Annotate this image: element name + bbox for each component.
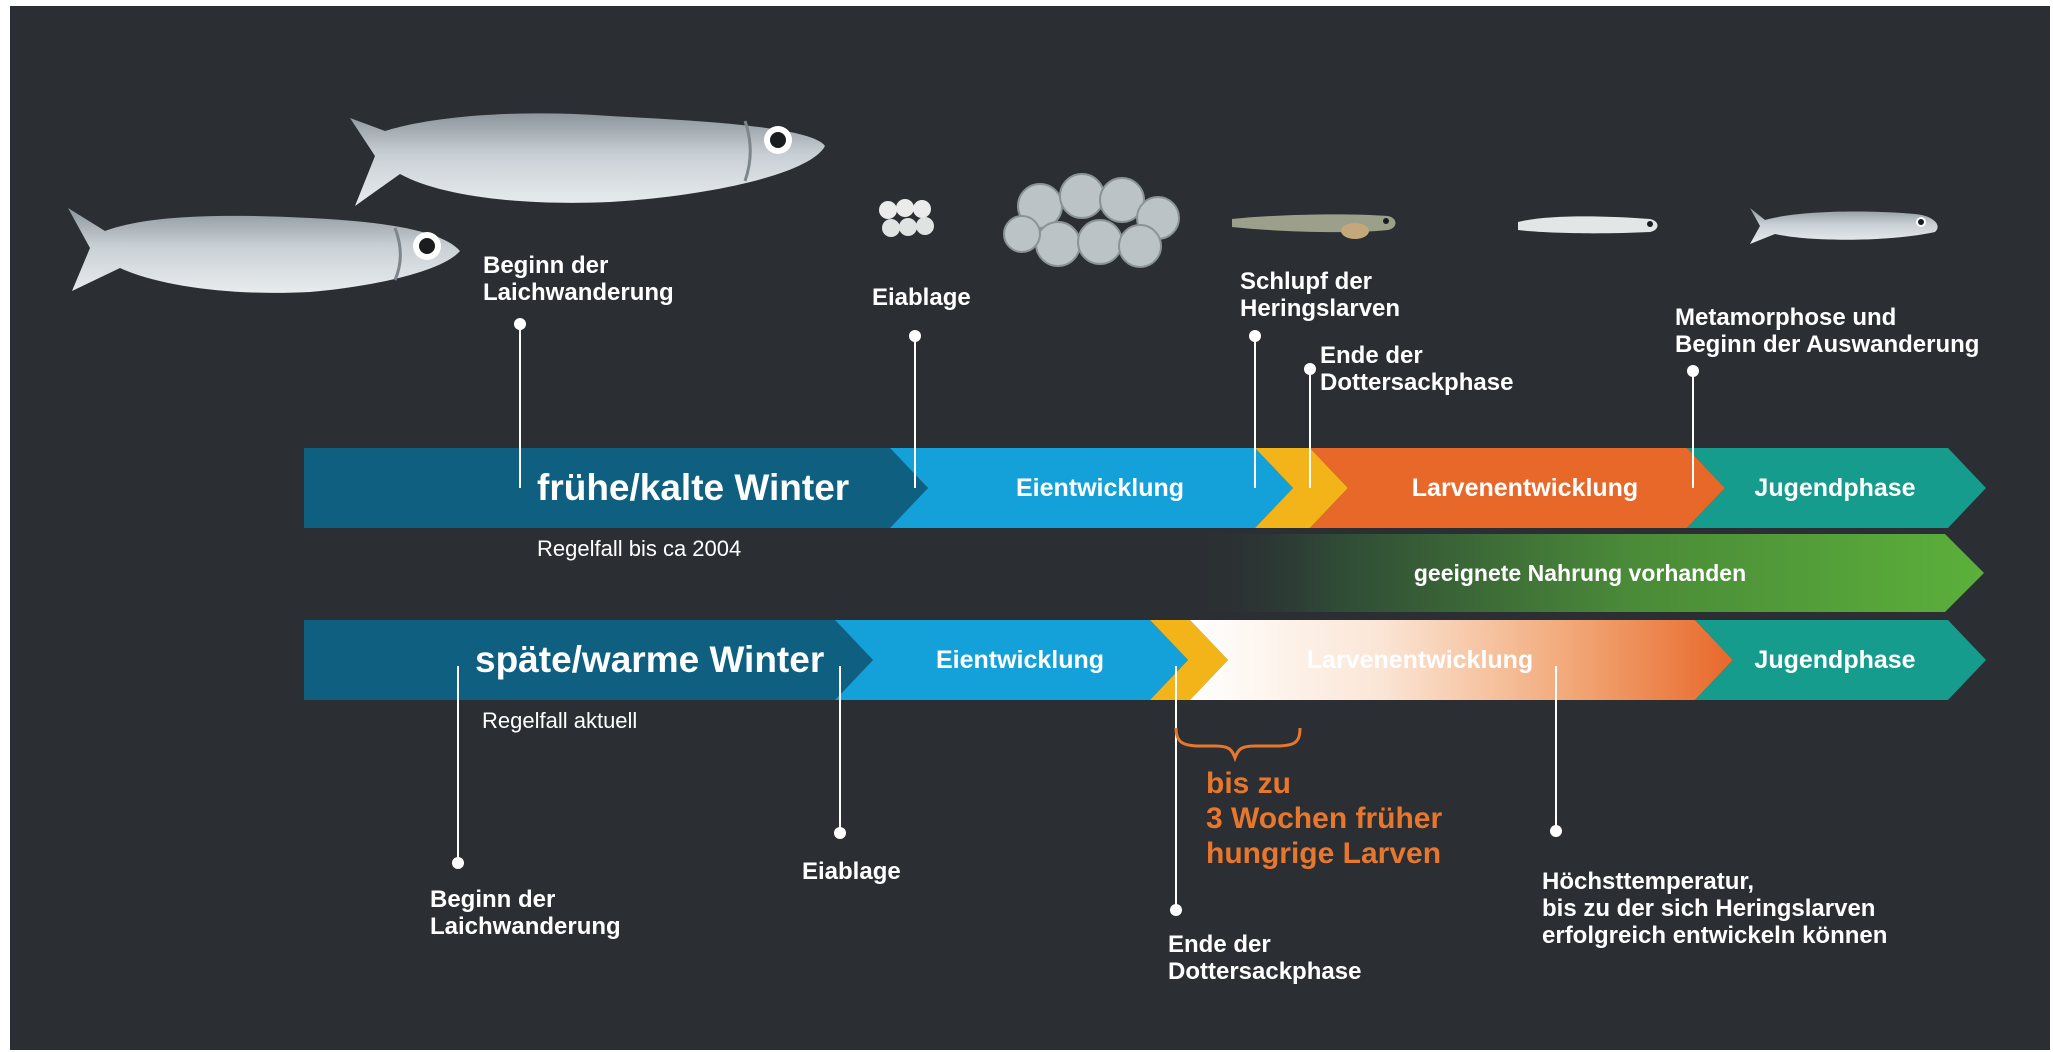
top-marker-metamorphosis [1687,365,1699,488]
eggs-small-icon [879,199,934,237]
food-bar [1190,534,1984,612]
bottom-label-spawning: Eiablage [802,858,901,885]
top-larva-segment [1310,448,1725,528]
diagram-canvas: Beginn der Laichwanderung Eiablage Schlu… [10,6,2050,1050]
top-dark-blue-segment [304,448,928,528]
top-marker-yolk-end [1304,363,1316,488]
bottom-juvenile-segment [1695,620,1986,700]
top-phase-juvenile: Jugendphase [1754,474,1916,502]
eggs-cluster-icon [1003,173,1180,268]
bottom-phase-larva: Larvenentwicklung [1306,646,1534,674]
top-label-hatching: Schlupf der Heringslarven [1240,268,1401,322]
bottom-dark-blue-segment [304,620,873,700]
top-marker-hatching [1249,330,1261,488]
top-marker-migration [514,318,526,488]
bottom-marker-yolk-end [1170,666,1182,916]
herring-adult-icon [350,113,825,206]
bottom-larva-segment [1190,620,1733,700]
top-label-spawning: Eiablage [872,284,971,311]
bottom-phase-juvenile: Jugendphase [1754,646,1916,674]
top-phase-egg: Eientwicklung [1015,474,1185,502]
bottom-scenario-subtitle: Regelfall aktuell [482,708,638,733]
diagram-graphics [68,113,1986,916]
bottom-label-max-temp: Höchsttemperatur, bis zu der sich Hering… [1542,868,1888,949]
bottom-marker-max-temp [1550,666,1562,837]
top-timeline-band [304,448,1986,528]
earlier-hungry-larvae-note: bis zu 3 Wochen früher hungrige Larven [1206,767,1443,870]
food-bar-label: geeignete Nahrung vorhanden [1413,560,1747,586]
bottom-phase-egg: Eientwicklung [935,646,1105,674]
bottom-timeline-band [304,620,1986,700]
top-juvenile-segment [1687,448,1986,528]
top-scenario-subtitle: Regelfall bis ca 2004 [537,536,742,561]
top-scenario-title: frühe/kalte Winter [537,467,850,508]
bottom-marker-migration [452,666,464,869]
larva-icon [1518,216,1658,234]
top-label-migration: Beginn der Laichwanderung [483,252,674,306]
larva-yolk-icon [1232,214,1396,239]
bottom-egg-segment [835,620,1188,700]
top-label-metamorphosis: Metamorphose und Beginn der Auswanderung [1675,304,1980,358]
bottom-label-yolk-end: Ende der Dottersackphase [1168,931,1362,985]
juvenile-herring-icon [1750,208,1938,244]
time-gap-brace [1174,727,1302,763]
top-marker-spawning [909,330,921,488]
bottom-label-migration: Beginn der Laichwanderung [430,886,621,940]
bottom-marker-spawning [834,666,846,839]
top-egg-segment [890,448,1293,528]
top-phase-larva: Larvenentwicklung [1411,474,1639,502]
bottom-scenario-title: späte/warme Winter [475,639,825,680]
herring-adult-icon [68,208,460,293]
top-yellow-segment [1255,448,1348,528]
top-label-yolk-end: Ende der Dottersackphase [1320,342,1514,396]
bottom-yellow-segment [1150,620,1228,700]
